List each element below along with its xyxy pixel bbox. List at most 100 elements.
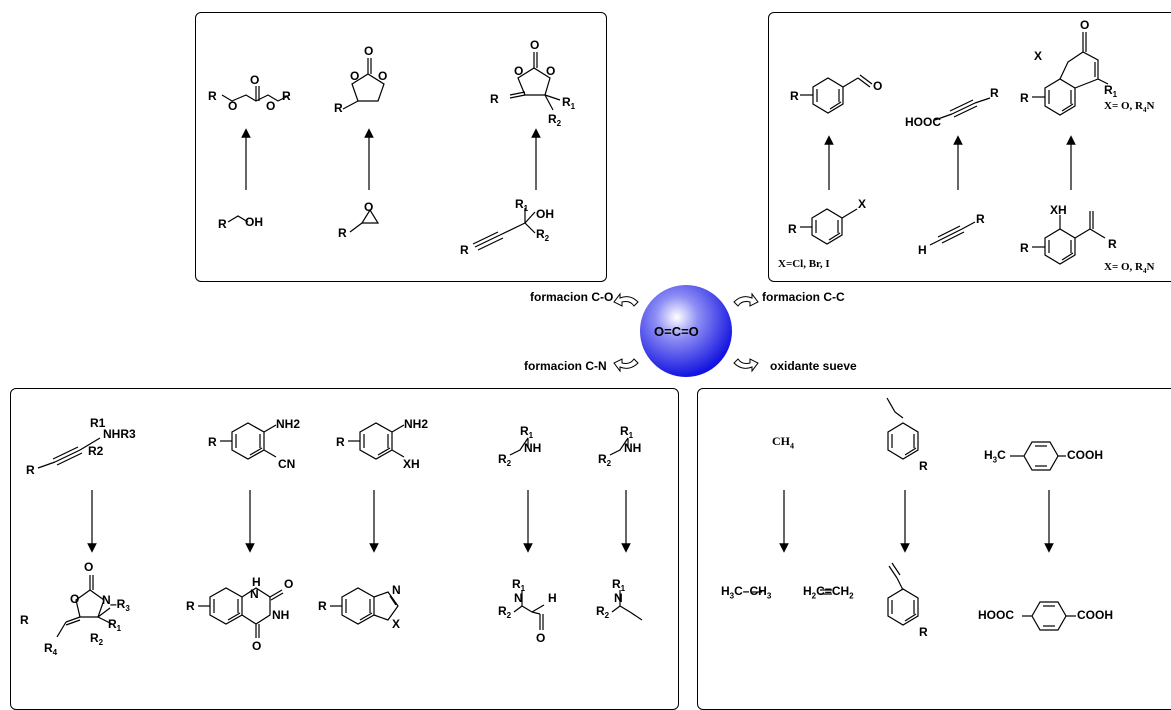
svg-text:CN: CN xyxy=(278,457,295,471)
label-c-c-formation: formacion C-C xyxy=(762,290,845,304)
svg-text:R1: R1 xyxy=(1104,83,1118,99)
svg-text:R: R xyxy=(460,243,469,257)
svg-text:O: O xyxy=(228,99,237,113)
quinazolinedione xyxy=(198,587,284,638)
svg-text:R: R xyxy=(208,89,217,103)
svg-text:O: O xyxy=(536,631,545,645)
svg-text:N: N xyxy=(102,593,111,607)
cyclic-carbonate xyxy=(342,58,385,110)
svg-text:R2: R2 xyxy=(548,112,562,128)
svg-text:R: R xyxy=(788,222,797,236)
svg-text:XH: XH xyxy=(403,457,420,471)
aminophenol xyxy=(348,422,405,460)
svg-text:O: O xyxy=(84,560,93,574)
svg-text:R1: R1 xyxy=(520,424,534,440)
svg-text:R: R xyxy=(490,92,499,106)
vinyl-phenol xyxy=(1032,211,1106,265)
svg-text:R: R xyxy=(208,435,217,449)
svg-text:O: O xyxy=(252,639,261,653)
svg-text:–R3: –R3 xyxy=(110,597,130,613)
note-x-definition-bottom: X= O, R4N xyxy=(1104,261,1155,276)
arrow-c-o xyxy=(613,292,639,307)
svg-text:NH: NH xyxy=(272,608,289,622)
svg-text:R: R xyxy=(1108,237,1117,251)
svg-text:R: R xyxy=(1020,91,1029,105)
svg-text:R4: R4 xyxy=(44,641,58,657)
svg-text:R: R xyxy=(919,625,928,639)
svg-text:R2: R2 xyxy=(598,452,612,468)
svg-text:R1: R1 xyxy=(108,617,122,633)
svg-text:R: R xyxy=(282,89,291,103)
svg-text:R: R xyxy=(336,435,345,449)
svg-text:NH: NH xyxy=(524,441,541,455)
svg-text:N: N xyxy=(250,587,259,601)
note-halide: X=Cl, Br, I xyxy=(778,258,830,270)
terephthalic-cooh-label: COOH xyxy=(1077,608,1113,622)
svg-text:R1: R1 xyxy=(90,416,106,430)
svg-text:NHR3: NHR3 xyxy=(103,427,136,441)
svg-text:HOOC: HOOC xyxy=(905,115,941,129)
ethane-label: H3C–CH3 xyxy=(721,584,772,601)
svg-text:R: R xyxy=(334,101,343,115)
svg-text:X: X xyxy=(1034,49,1042,63)
svg-text:X: X xyxy=(392,617,400,631)
svg-text:NH: NH xyxy=(624,441,641,455)
svg-text:O: O xyxy=(364,44,373,58)
co2-sphere xyxy=(640,285,732,377)
svg-text:R: R xyxy=(990,86,999,100)
aryl-halide xyxy=(800,208,858,245)
formamide xyxy=(513,590,545,630)
svg-text:R: R xyxy=(790,89,799,103)
svg-text:O: O xyxy=(1080,18,1089,32)
ethylene xyxy=(820,589,832,595)
styrene xyxy=(887,562,919,626)
terephthalic-acid xyxy=(1022,601,1076,631)
arrow-c-n xyxy=(613,358,639,373)
svg-text:R: R xyxy=(976,212,985,226)
svg-text:O: O xyxy=(514,64,523,78)
secondary-amine-2 xyxy=(609,437,629,456)
svg-text:N: N xyxy=(614,591,623,605)
svg-text:OH: OH xyxy=(536,207,554,221)
alkylidene-carbonate xyxy=(509,52,561,111)
coumarin-quinolinone xyxy=(1032,32,1109,116)
svg-text:O: O xyxy=(873,79,882,93)
panel-c-o-formation xyxy=(195,12,607,282)
svg-text:R2: R2 xyxy=(536,227,550,243)
terminal-alkyne xyxy=(929,221,976,246)
label-c-o-formation: formacion C-O xyxy=(530,290,614,304)
svg-text:NH2: NH2 xyxy=(276,417,300,431)
panel-c-n-formation xyxy=(10,388,679,710)
svg-text:O: O xyxy=(546,64,555,78)
svg-text:O: O xyxy=(284,577,293,591)
svg-text:R: R xyxy=(218,217,227,231)
svg-text:R1: R1 xyxy=(620,424,634,440)
svg-text:O: O xyxy=(530,38,539,52)
alkynoic-acid xyxy=(934,97,991,121)
svg-text:R: R xyxy=(1020,241,1029,255)
svg-text:OH: OH xyxy=(245,215,263,229)
terephthalic-hooc-label: HOOC xyxy=(978,608,1014,622)
secondary-amine-1 xyxy=(509,437,529,456)
toluic-h3c-label: H3C xyxy=(984,448,1006,465)
svg-text:O: O xyxy=(250,73,259,87)
svg-text:NH2: NH2 xyxy=(404,417,428,431)
co2-label: O=C=O xyxy=(654,324,699,339)
benzoxazole xyxy=(330,587,399,625)
arrow-oxidant xyxy=(733,358,759,373)
svg-text:R2: R2 xyxy=(88,444,104,458)
arrow-c-c xyxy=(733,292,759,307)
dialkyl-carbonate xyxy=(221,86,291,102)
toluic-cooh-label: COOH xyxy=(1067,448,1103,462)
note-x-definition-top: X= O, R4N xyxy=(1104,100,1155,115)
svg-text:O: O xyxy=(70,592,79,606)
methylamine xyxy=(611,590,643,621)
svg-text:R: R xyxy=(338,226,347,240)
svg-text:R: R xyxy=(318,599,327,613)
ethylbenzene xyxy=(886,397,919,460)
svg-text:R: R xyxy=(20,613,29,627)
svg-text:X: X xyxy=(858,197,866,211)
svg-text:R: R xyxy=(186,599,195,613)
svg-text:O: O xyxy=(378,69,387,83)
svg-text:R2: R2 xyxy=(498,452,512,468)
